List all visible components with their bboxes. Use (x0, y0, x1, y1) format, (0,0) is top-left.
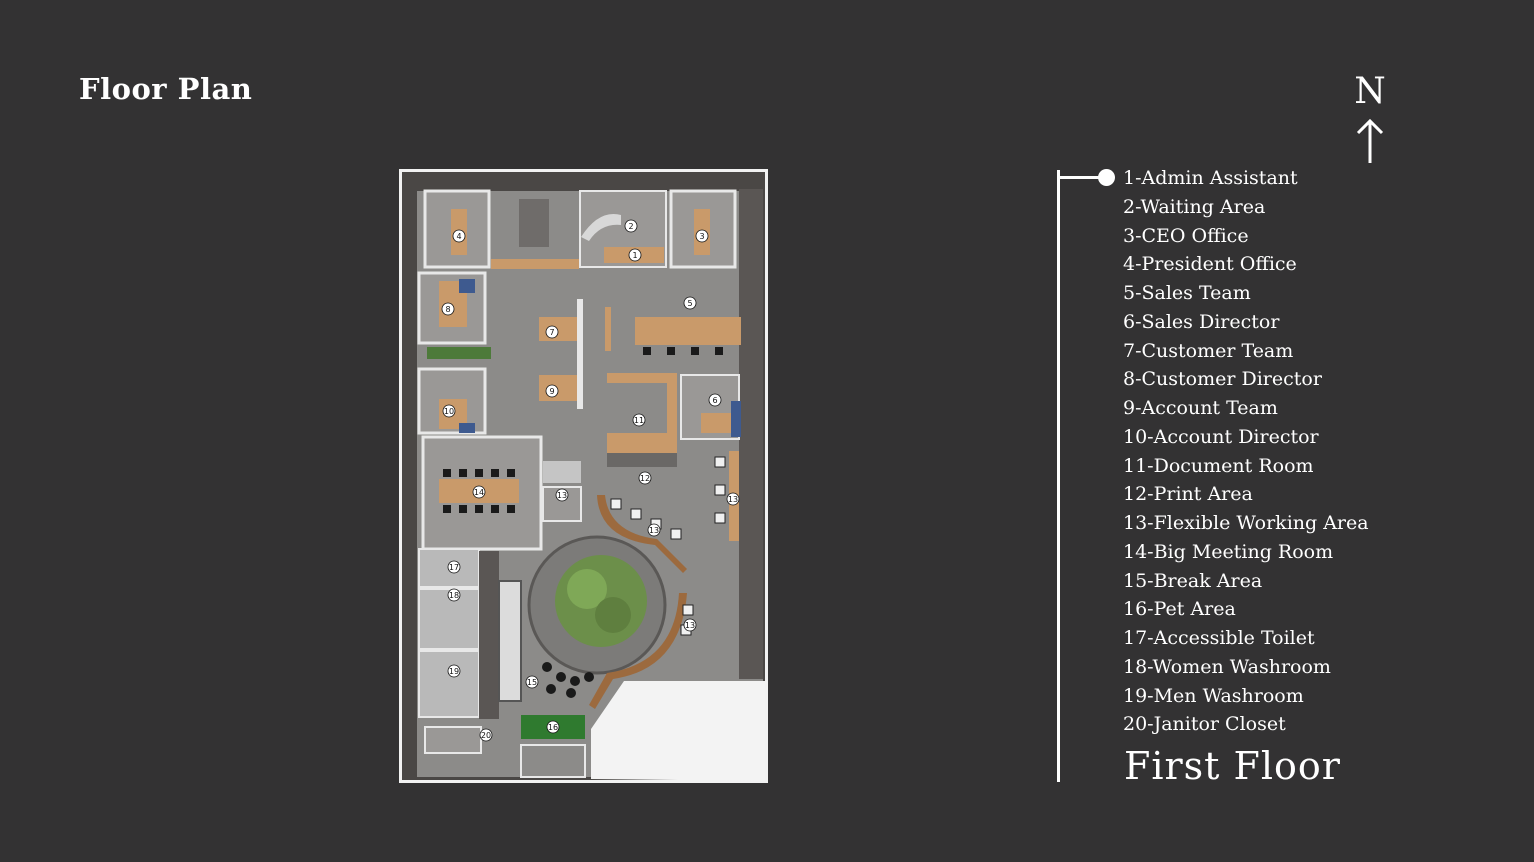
floor-plan-drawing: 1 2 3 4 5 6 7 8 9 10 11 12 13 13 13 13 1… (399, 169, 768, 783)
legend-item: 10-Account Director (1123, 425, 1319, 448)
legend-item: 19-Men Washroom (1123, 684, 1304, 707)
svg-text:13: 13 (557, 491, 567, 500)
marker-3: 3 (695, 229, 709, 243)
svg-text:12: 12 (640, 474, 650, 483)
svg-text:18: 18 (449, 591, 459, 600)
svg-text:14: 14 (474, 488, 484, 497)
legend-list: 1-Admin Assistant 2-Waiting Area 3-CEO O… (1123, 164, 1369, 739)
svg-text:13: 13 (649, 526, 659, 535)
legend-item: 14-Big Meeting Room (1123, 540, 1334, 563)
marker-4: 4 (452, 229, 466, 243)
marker-5: 5 (683, 296, 697, 310)
svg-text:13: 13 (728, 495, 738, 504)
legend-item: 5-Sales Team (1123, 282, 1251, 304)
legend-item: 7-Customer Team (1123, 339, 1294, 362)
page-title: Floor Plan (79, 72, 253, 106)
marker-17: 17 (447, 560, 461, 574)
svg-text:15: 15 (527, 678, 537, 687)
legend-item: 9-Account Team (1123, 397, 1278, 419)
legend-item: 2-Waiting Area (1123, 195, 1266, 218)
legend-item: 6-Sales Director (1123, 310, 1280, 333)
svg-text:19: 19 (449, 667, 459, 676)
svg-text:2: 2 (628, 222, 633, 231)
marker-19: 19 (447, 664, 461, 678)
svg-text:8: 8 (445, 305, 450, 314)
svg-text:9: 9 (549, 387, 554, 396)
legend-item: 18-Women Washroom (1123, 655, 1331, 678)
legend-vertical-line (1057, 170, 1060, 782)
north-letter: N (1354, 71, 1386, 112)
svg-text:13: 13 (685, 621, 695, 630)
north-indicator: N (1348, 72, 1392, 164)
marker-13a: 13 (555, 488, 569, 502)
marker-13d: 13 (683, 618, 697, 632)
legend-dot-icon (1098, 169, 1115, 186)
svg-text:7: 7 (549, 328, 554, 337)
legend-item: 17-Accessible Toilet (1123, 627, 1315, 649)
marker-16: 16 (546, 720, 560, 734)
legend-item: 8-Customer Director (1123, 368, 1322, 391)
svg-text:10: 10 (444, 407, 454, 416)
svg-text:16: 16 (548, 723, 558, 732)
svg-text:20: 20 (481, 731, 491, 740)
marker-20: 20 (479, 728, 493, 742)
marker-8: 8 (441, 302, 455, 316)
svg-text:1: 1 (632, 251, 637, 260)
legend-item: 11-Document Room (1123, 454, 1314, 477)
marker-13c: 13 (647, 523, 661, 537)
svg-text:11: 11 (634, 416, 644, 425)
legend-item: 20-Janitor Closet (1123, 713, 1286, 736)
legend-item: 1-Admin Assistant (1123, 167, 1298, 189)
svg-text:4: 4 (456, 232, 461, 241)
legend-item: 4-President Office (1123, 253, 1297, 276)
legend-item: 15-Break Area (1123, 569, 1263, 592)
floor-label: First Floor (1124, 744, 1341, 788)
legend-item: 12-Print Area (1123, 483, 1253, 506)
marker-11: 11 (632, 413, 646, 427)
svg-text:17: 17 (449, 563, 459, 572)
legend-tick (1057, 176, 1101, 179)
legend-item: 16-Pet Area (1123, 598, 1236, 621)
marker-1: 1 (628, 248, 642, 262)
legend-item: 3-CEO Office (1123, 224, 1249, 247)
legend-item: 13-Flexible Working Area (1123, 512, 1369, 534)
marker-6: 6 (708, 393, 722, 407)
marker-7: 7 (545, 325, 559, 339)
marker-2: 2 (624, 219, 638, 233)
marker-9: 9 (545, 384, 559, 398)
svg-text:3: 3 (699, 232, 704, 241)
marker-12: 12 (638, 471, 652, 485)
marker-18: 18 (447, 588, 461, 602)
svg-text:5: 5 (687, 299, 692, 308)
svg-text:6: 6 (712, 396, 717, 405)
marker-13b: 13 (726, 492, 740, 506)
marker-10: 10 (442, 404, 456, 418)
north-arrow-icon (1356, 118, 1384, 163)
marker-15: 15 (525, 675, 539, 689)
marker-14: 14 (472, 485, 486, 499)
